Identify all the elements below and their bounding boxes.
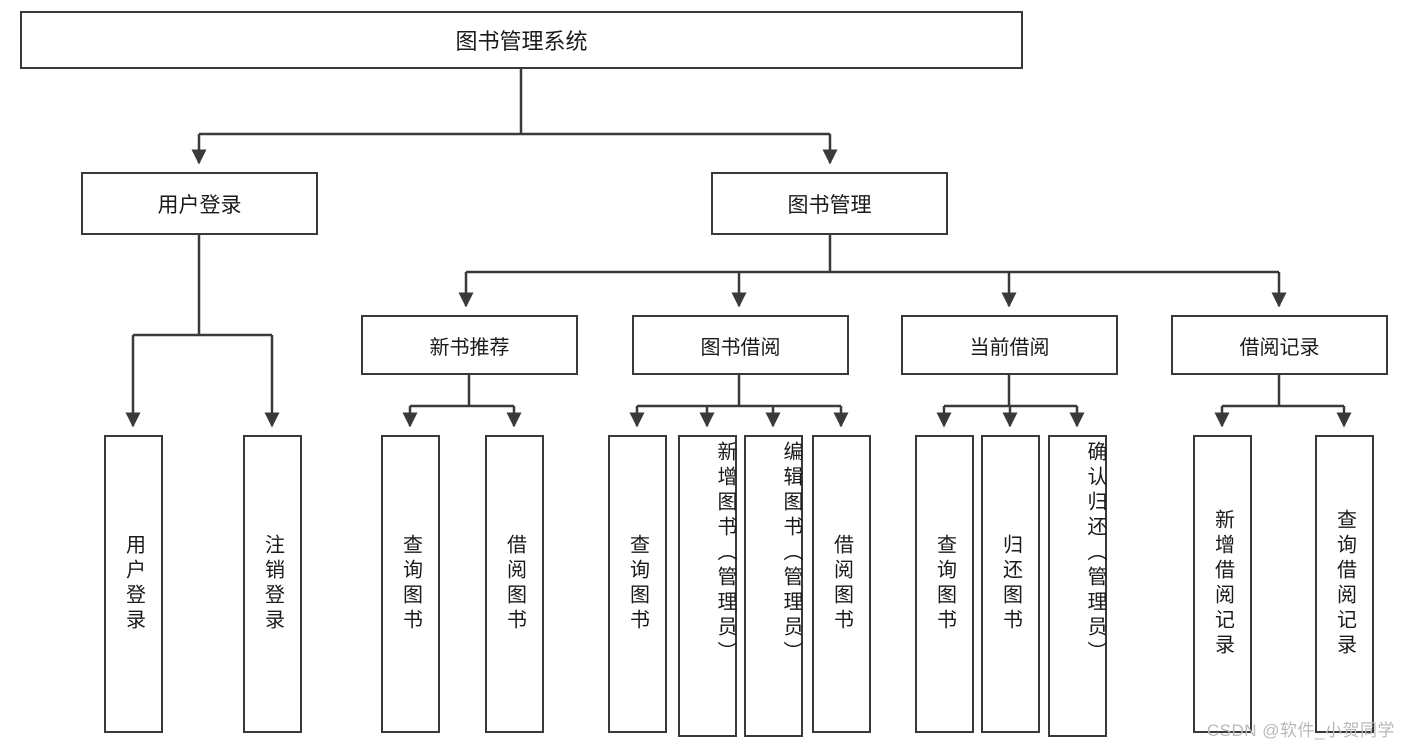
- node-user-login[interactable]: 用户登录: [81, 172, 318, 235]
- node-borrow-records[interactable]: 借阅记录: [1171, 315, 1388, 375]
- leaf-user-login[interactable]: 用户登录: [104, 435, 163, 733]
- node-root-system[interactable]: 图书管理系统: [20, 11, 1023, 69]
- leaf-query-book-borrow[interactable]: 查询图书: [608, 435, 667, 733]
- leaf-confirm-return-admin[interactable]: 确认归还（管理员）: [1048, 435, 1107, 737]
- node-book-borrow[interactable]: 图书借阅: [632, 315, 849, 375]
- leaf-return-book[interactable]: 归还图书: [981, 435, 1040, 733]
- leaf-borrow-book-recommend[interactable]: 借阅图书: [485, 435, 544, 733]
- leaf-edit-book-admin[interactable]: 编辑图书（管理员）: [744, 435, 803, 737]
- node-book-management[interactable]: 图书管理: [711, 172, 948, 235]
- watermark-text: CSDN @软件_小贺同学: [1206, 721, 1395, 740]
- leaf-query-book-current[interactable]: 查询图书: [915, 435, 974, 733]
- node-current-borrow[interactable]: 当前借阅: [901, 315, 1118, 375]
- leaf-borrow-book[interactable]: 借阅图书: [812, 435, 871, 733]
- leaf-add-borrow-record[interactable]: 新增借阅记录: [1193, 435, 1252, 733]
- leaf-query-borrow-record[interactable]: 查询借阅记录: [1315, 435, 1374, 733]
- leaf-user-logout[interactable]: 注销登录: [243, 435, 302, 733]
- node-new-book-recommend[interactable]: 新书推荐: [361, 315, 578, 375]
- leaf-query-book-recommend[interactable]: 查询图书: [381, 435, 440, 733]
- leaf-add-book-admin[interactable]: 新增图书（管理员）: [678, 435, 737, 737]
